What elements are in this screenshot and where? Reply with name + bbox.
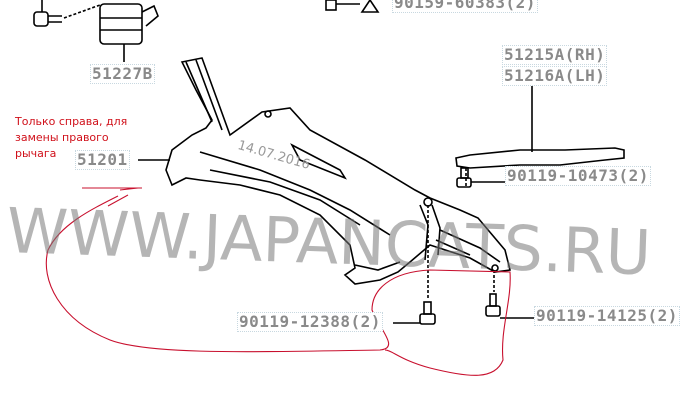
bolt-icon	[489, 293, 497, 307]
bolt-icon	[325, 0, 337, 11]
part-number-51227b[interactable]: 51227B	[90, 64, 155, 84]
red-outline	[45, 195, 511, 376]
red-annotation-marks	[45, 187, 511, 376]
part-number-90159-60383[interactable]: 90159-60383(2)	[392, 0, 538, 13]
line-art	[33, 0, 625, 325]
part-number-51201[interactable]: 51201	[75, 150, 130, 170]
bolt-icon	[33, 11, 49, 27]
part-number-90119-14125[interactable]: 90119-14125(2)	[534, 306, 680, 326]
bolt-icon	[460, 167, 469, 179]
bolt-icon	[423, 301, 432, 315]
part-number-90119-12388[interactable]: 90119-12388(2)	[237, 312, 383, 332]
red-arrow	[82, 187, 142, 207]
part-number-51215a[interactable]: 51215A(RH)	[502, 45, 608, 65]
warning-triangle-icon	[336, 0, 380, 13]
dashed-line	[63, 4, 101, 19]
part-number-90119-10473[interactable]: 90119-10473(2)	[505, 166, 651, 186]
strut-rod	[455, 147, 625, 169]
crossmember-frame	[165, 57, 511, 285]
annotation-note: Только справа, для замены правого рычага	[15, 115, 128, 160]
part-number-51216a[interactable]: 51216A(LH)	[502, 66, 608, 86]
bolt-shank	[48, 15, 62, 23]
bushing-icon	[99, 3, 143, 45]
